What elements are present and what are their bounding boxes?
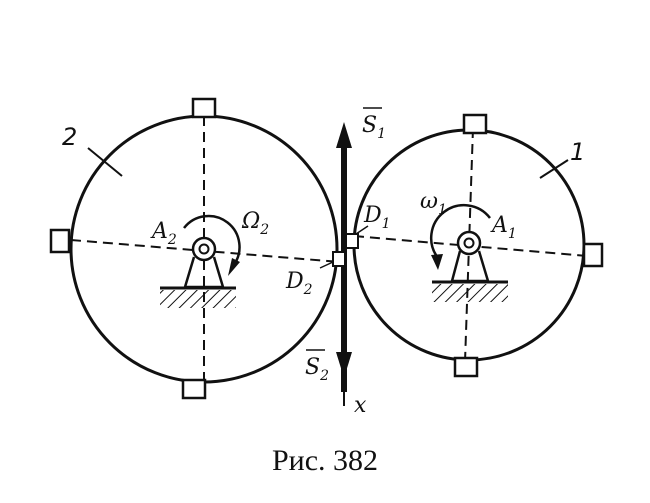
rod	[306, 107, 382, 406]
label-x-axis: x	[354, 393, 367, 418]
rotation-arrow-Omega2	[183, 214, 241, 267]
label-D2: D2	[285, 269, 313, 298]
label-S1: S1	[362, 113, 386, 142]
label-S2: S2	[305, 355, 329, 384]
support-A1	[450, 250, 490, 283]
rotation-arrowhead-omega1	[431, 254, 443, 270]
arrowhead-S2	[336, 352, 352, 378]
contact-D1	[345, 233, 359, 249]
rotation-arrowhead-Omega2	[228, 258, 240, 276]
label-omega1: ω1	[420, 189, 447, 218]
rotation-arrow-omega1	[430, 204, 491, 259]
label-D1: D1	[363, 203, 391, 232]
leader-D2	[319, 261, 334, 269]
label-Omega2: Ω2	[241, 209, 269, 238]
pivot-A2-inner	[198, 243, 210, 255]
leader-disk-2	[87, 147, 123, 177]
label-disk-1-number: 1	[570, 138, 585, 166]
pivot-A1-inner	[463, 237, 475, 249]
label-A2: A2	[150, 219, 177, 248]
disk-2-block-bottom	[181, 378, 207, 400]
label-disk-2-number: 2	[62, 123, 77, 151]
leader-D1	[355, 225, 369, 235]
ground-hatch-A2	[160, 290, 236, 308]
disk-2	[49, 97, 341, 400]
disk-1-block-top	[462, 113, 488, 135]
leader-disk-1	[539, 159, 569, 179]
label-A1: A1	[490, 213, 517, 242]
figure-caption: Рис. 382	[272, 444, 378, 477]
arrowhead-S1	[336, 122, 352, 148]
disk-1-block-right	[582, 242, 604, 268]
disk-1-block-bottom	[453, 356, 479, 378]
disk-2-block-top	[191, 97, 217, 119]
disk-1	[352, 113, 604, 378]
ground-hatch-A1	[432, 284, 508, 302]
contact-D2	[332, 251, 346, 267]
disk-2-block-left	[49, 228, 71, 254]
